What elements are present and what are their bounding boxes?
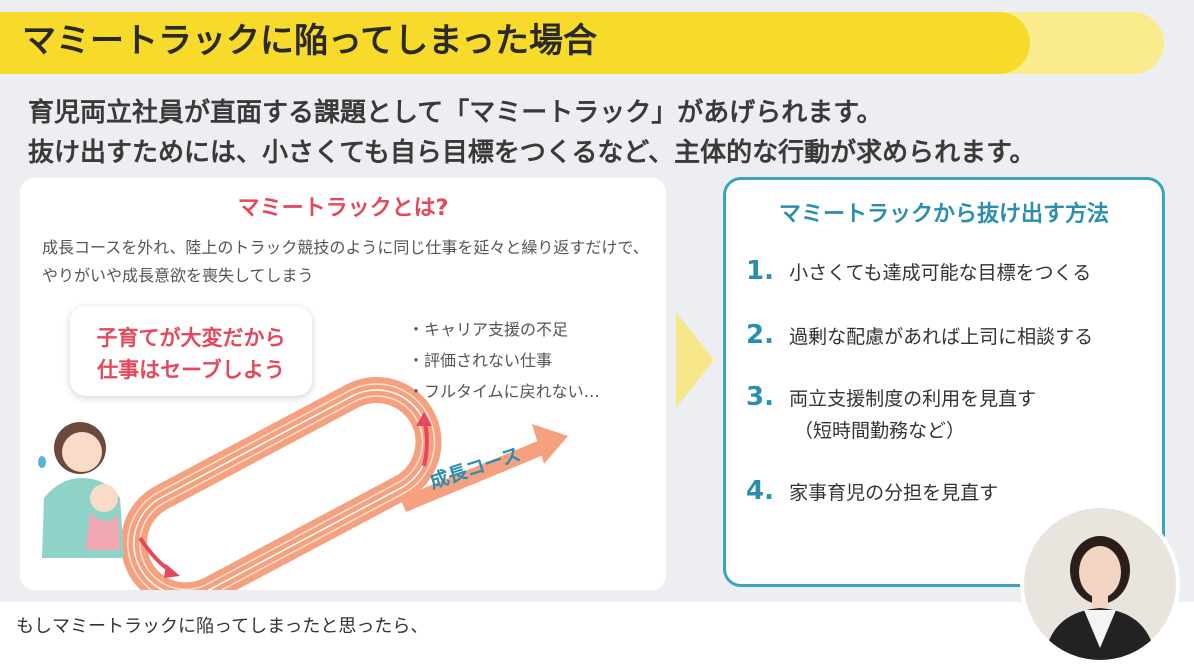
- step-text: 小さくても達成可能な目標をつくる: [789, 262, 1092, 284]
- definition-heading: マミートラックとは?: [237, 196, 449, 221]
- speech-bubble: 子育てが大変だから 仕事はセーブしよう: [70, 306, 312, 396]
- definition-text: 成長コースを外れ、陸上のトラック競技のように同じ仕事を延々と繰り返すだけで、やり…: [42, 238, 649, 285]
- methods-heading: マミートラックから抜け出す方法: [778, 202, 1109, 227]
- presenter-video: [1024, 508, 1176, 660]
- mommy-track-definition-panel: マミートラックとは? 成長コースを外れ、陸上のトラック競技のように同じ仕事を延々…: [20, 178, 666, 590]
- intro-line-1: 育児両立社員が直面する課題として「マミートラック」があげられます。: [28, 98, 883, 128]
- running-track: [120, 376, 442, 590]
- intro-line-2: 抜け出すためには、小さくても自ら目標をつくるなど、主体的な行動が求められます。: [28, 138, 1036, 168]
- caption-bar: [0, 602, 1194, 668]
- step-number: 1.: [746, 256, 774, 286]
- bullet-unevaluated-work: ・評価されない仕事: [408, 351, 553, 370]
- bullet-career-support: ・キャリア支援の不足: [408, 320, 569, 339]
- method-step-3: 3. 両立支援制度の利用を見直す: [746, 382, 1036, 412]
- step-text: 両立支援制度の利用を見直す: [789, 388, 1037, 410]
- bubble-line-1: 子育てが大変だから: [96, 326, 286, 350]
- growth-course-arrow: [400, 424, 568, 512]
- step-text: 家事育児の分担を見直す: [789, 482, 999, 504]
- bubble-line-2: 仕事はセーブしよう: [97, 358, 285, 382]
- track-illustration: [38, 376, 568, 590]
- method-step-3-note: （短時間勤務など）: [794, 420, 966, 442]
- title-banner: [0, 12, 1030, 74]
- slide-title: マミートラックに陥ってしまった場合: [22, 21, 597, 61]
- bullet-fulltime: ・フルタイムに戻れない…: [408, 382, 600, 401]
- method-step-4: 4. 家事育児の分担を見直す: [746, 476, 998, 506]
- arrow-right-icon: [676, 312, 714, 408]
- method-step-2: 2. 過剰な配慮があれば上司に相談する: [746, 320, 1093, 350]
- step-number: 4.: [746, 476, 774, 506]
- presenter-avatar-icon: [1044, 536, 1156, 660]
- step-number: 2.: [746, 320, 774, 350]
- method-step-1: 1. 小さくても達成可能な目標をつくる: [746, 256, 1091, 286]
- step-number: 3.: [746, 382, 774, 412]
- step-text: 過剰な配慮があれば上司に相談する: [789, 326, 1094, 348]
- subtitle-caption: もしマミートラックに陥ってしまったと思ったら、: [16, 616, 429, 637]
- mother-figure: [38, 422, 124, 558]
